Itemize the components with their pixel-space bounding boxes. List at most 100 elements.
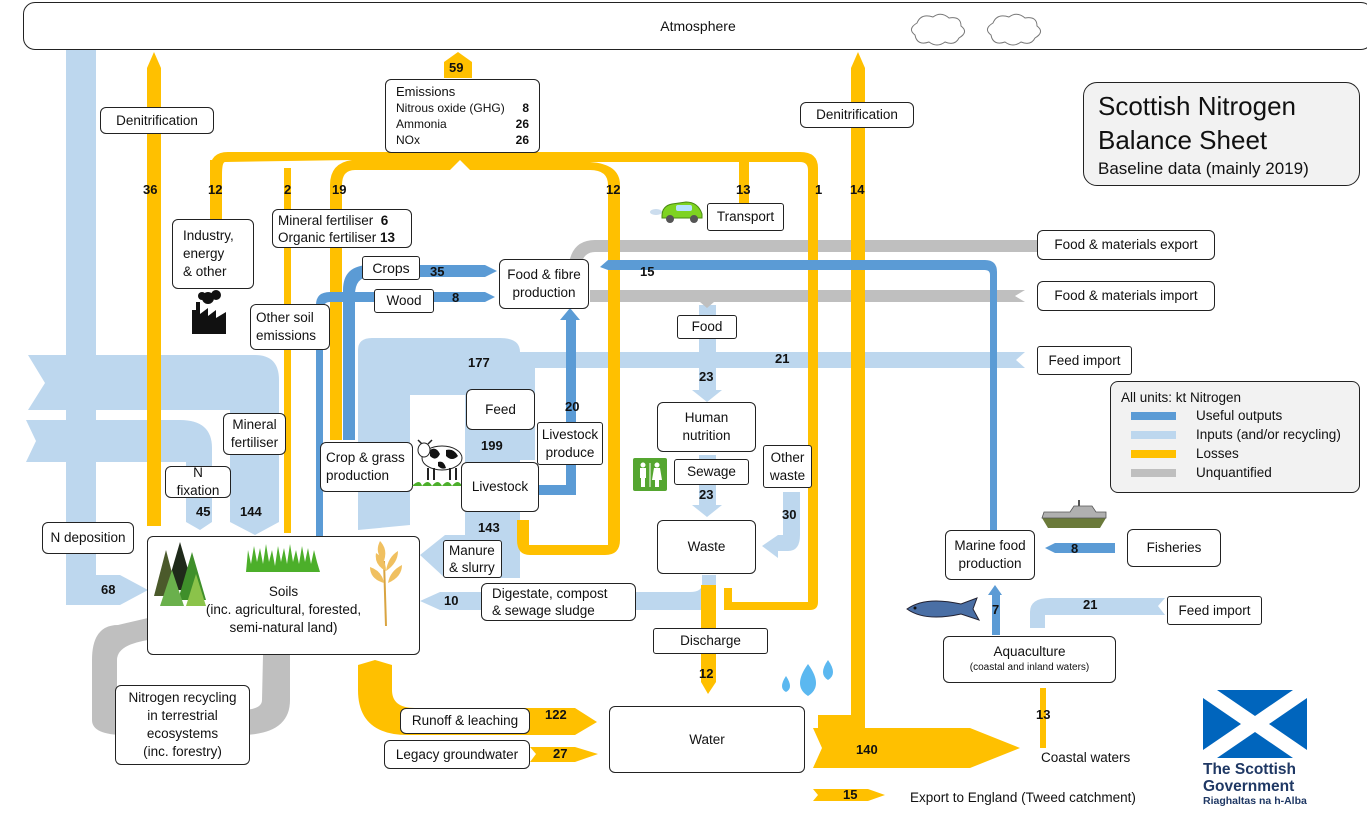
legend-label: Losses	[1196, 446, 1239, 461]
node-label: emissions	[256, 328, 317, 343]
flow-value: 20	[565, 399, 580, 414]
industry-box: Industry, energy & other	[172, 219, 254, 289]
factory-icon	[192, 290, 226, 334]
legend-item: Losses	[1121, 444, 1349, 463]
denitrification-left-box: Denitrification	[100, 107, 214, 134]
flow-value: 12	[699, 666, 714, 681]
export-england-flow	[813, 789, 885, 801]
node-label: Marine food	[954, 538, 1026, 553]
legend-item: Unquantified	[1121, 463, 1349, 482]
food-fibre-production-box: Food & fibre production	[499, 259, 589, 309]
flow-value: 15	[640, 264, 655, 279]
flow-value: 2	[284, 182, 292, 197]
node-label: fertiliser	[230, 435, 279, 450]
export-england-label: Export to England (Tweed catchment)	[910, 790, 1136, 805]
node-label: Legacy groundwater	[395, 746, 519, 762]
node-label: & other	[183, 264, 227, 279]
emissions-row: NOx 26	[396, 132, 529, 148]
legend-label: Inputs (and/or recycling)	[1196, 427, 1341, 442]
other-waste-flow	[762, 492, 800, 558]
industry-emissions-flow	[210, 160, 222, 220]
node-label: N fixation	[176, 465, 220, 498]
flow-value: 30	[782, 507, 797, 522]
transport-box: Transport	[707, 203, 784, 231]
fisheries-box: Fisheries	[1127, 529, 1221, 567]
fish-icon	[906, 597, 981, 621]
node-label: Feed	[485, 401, 516, 417]
n-fixation-input-flow	[26, 420, 212, 530]
node-label: Waste	[687, 539, 726, 554]
waste-box: Waste	[657, 520, 756, 574]
legacy-groundwater-box: Legacy groundwater	[384, 740, 530, 769]
logo-line1: The Scottish	[1203, 761, 1297, 778]
water-denitrification-flow	[851, 68, 865, 728]
flow-value: 10	[444, 593, 459, 608]
sewage-box: Sewage	[674, 459, 749, 485]
food-box: Food	[677, 315, 737, 339]
other-waste-box: Other waste	[763, 445, 812, 488]
n-deposition-flow	[66, 50, 148, 605]
flow-value: 177	[468, 355, 490, 370]
node-label: Livestock	[541, 426, 599, 442]
coastal-waters-label: Coastal waters	[1041, 750, 1131, 765]
mineral-fertiliser-box: Mineral fertiliser	[223, 413, 286, 455]
flow-value: 13	[736, 182, 751, 197]
node-label: Aquaculture	[993, 643, 1066, 659]
cow-icon	[412, 439, 468, 486]
node-label: Feed import	[1178, 602, 1251, 618]
flow-value: 13	[1036, 707, 1051, 722]
legend-swatch-unquantified	[1131, 468, 1176, 477]
discharge-arrowhead	[701, 682, 716, 694]
grass-icon	[246, 544, 320, 572]
title-line1: Scottish Nitrogen	[1098, 91, 1296, 121]
flow-value: 122	[545, 707, 567, 722]
emissions-collector-flow	[210, 152, 818, 610]
feed-import-right-tip	[1000, 352, 1025, 368]
wheat-icon	[370, 541, 402, 626]
emissions-row-label: NOx	[396, 133, 420, 147]
discharge-box: Discharge	[653, 628, 768, 654]
logo-line3: Riaghaltas na h-Alba	[1203, 795, 1307, 807]
node-label: Food & materials export	[1054, 237, 1198, 252]
toilet-icon	[633, 458, 667, 491]
food-materials-export-box: Food & materials export	[1037, 230, 1215, 260]
node-label: & sewage sludge	[492, 603, 595, 618]
node-sublabel: (coastal and inland waters)	[969, 661, 1090, 673]
node-label: Livestock	[471, 479, 529, 494]
flow-value: 12	[606, 182, 621, 197]
flow-value: 27	[553, 746, 568, 761]
node-label: Food & fibre	[507, 267, 581, 282]
crop-grass-production-box: Crop & grass production	[320, 442, 413, 492]
emissions-row-value: 26	[515, 133, 529, 147]
node-label: production	[512, 285, 576, 300]
aquaculture-box: Aquaculture (coastal and inland waters)	[943, 636, 1116, 683]
node-label: Industry,	[183, 228, 234, 243]
flow-value: 19	[332, 182, 347, 197]
other-soil-emissions-flow	[284, 168, 291, 533]
flow-value: 199	[481, 438, 503, 453]
emissions-total: 59	[449, 60, 464, 75]
flow-value: 12	[208, 182, 223, 197]
aquaculture-loss-flow	[1040, 688, 1046, 748]
node-label: ecosystems	[146, 726, 219, 741]
flow-value: 21	[1083, 597, 1098, 612]
feed-box: Feed	[466, 389, 535, 430]
node-label: Crop & grass	[326, 450, 405, 465]
node-label: nutrition	[682, 428, 731, 443]
legend-swatch-losses	[1131, 449, 1176, 458]
legend-item: Useful outputs	[1121, 406, 1349, 425]
human-nutrition-box: Human nutrition	[657, 402, 756, 452]
aquaculture-to-marine-flow	[988, 585, 1002, 635]
emissions-row: Nitrous oxide (GHG)8	[396, 100, 529, 116]
emissions-59-stub	[444, 52, 472, 78]
saltire-flag-icon	[1203, 690, 1307, 758]
fertiliser-mineral-row: Mineral fertiliser 6	[278, 212, 388, 229]
feed-import-box: Feed import	[1037, 346, 1132, 375]
node-label: production	[326, 468, 390, 483]
emissions-row-label: Nitrous oxide (GHG)	[396, 101, 505, 115]
mineral-fertiliser-input-flow	[28, 355, 279, 535]
n-deposition-box: N deposition	[42, 522, 134, 554]
node-label: in terrestrial	[147, 708, 218, 723]
water-drops-icon	[782, 660, 833, 696]
title-line2: Balance Sheet	[1098, 125, 1268, 155]
